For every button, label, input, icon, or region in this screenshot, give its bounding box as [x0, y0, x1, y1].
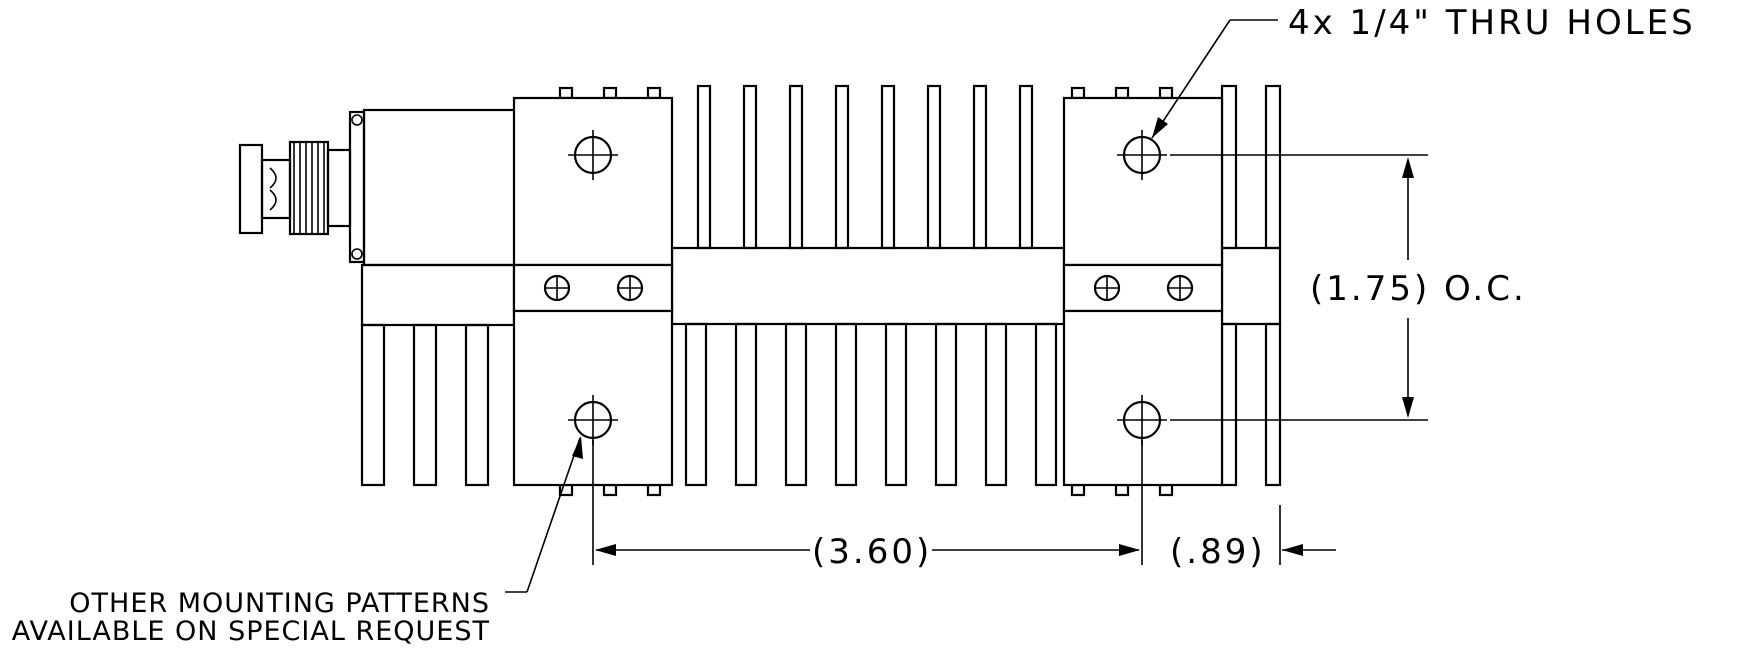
- arrow-icon: [1402, 397, 1414, 418]
- dimension-lines: [505, 19, 1428, 593]
- mounting-note-line-2: AVAILABLE ON SPECIAL REQUEST: [12, 616, 490, 647]
- edge-dimension-label: (.89): [1170, 532, 1266, 572]
- holes-callout: 4x 1/4" THRU HOLES: [1288, 3, 1696, 43]
- screw-icon: [1166, 274, 1194, 302]
- arrow-icon: [1152, 117, 1168, 138]
- horizontal-dimension-label: (3.60): [812, 532, 932, 572]
- mounting-hole-icon: [1117, 395, 1167, 445]
- arrow-icon: [572, 436, 583, 459]
- right-clamp-block: [1062, 86, 1224, 497]
- arrow-icon: [1402, 157, 1414, 178]
- arrow-icon: [1282, 544, 1303, 556]
- mounting-hole-icon: [568, 130, 618, 180]
- arrow-icon: [1119, 544, 1140, 556]
- screw-icon: [1093, 274, 1121, 302]
- bnc-connector-icon: [238, 108, 518, 267]
- heatsink-body: [360, 84, 1282, 487]
- mounting-hole-icon: [568, 395, 618, 445]
- arrow-icon: [595, 544, 616, 556]
- mounting-note-line-1: OTHER MOUNTING PATTERNS: [69, 588, 490, 619]
- mounting-hole-icon: [1117, 130, 1167, 180]
- vertical-dimension-label: (1.75) O.C.: [1310, 269, 1527, 309]
- screw-icon: [616, 274, 644, 302]
- screw-icon: [543, 274, 571, 302]
